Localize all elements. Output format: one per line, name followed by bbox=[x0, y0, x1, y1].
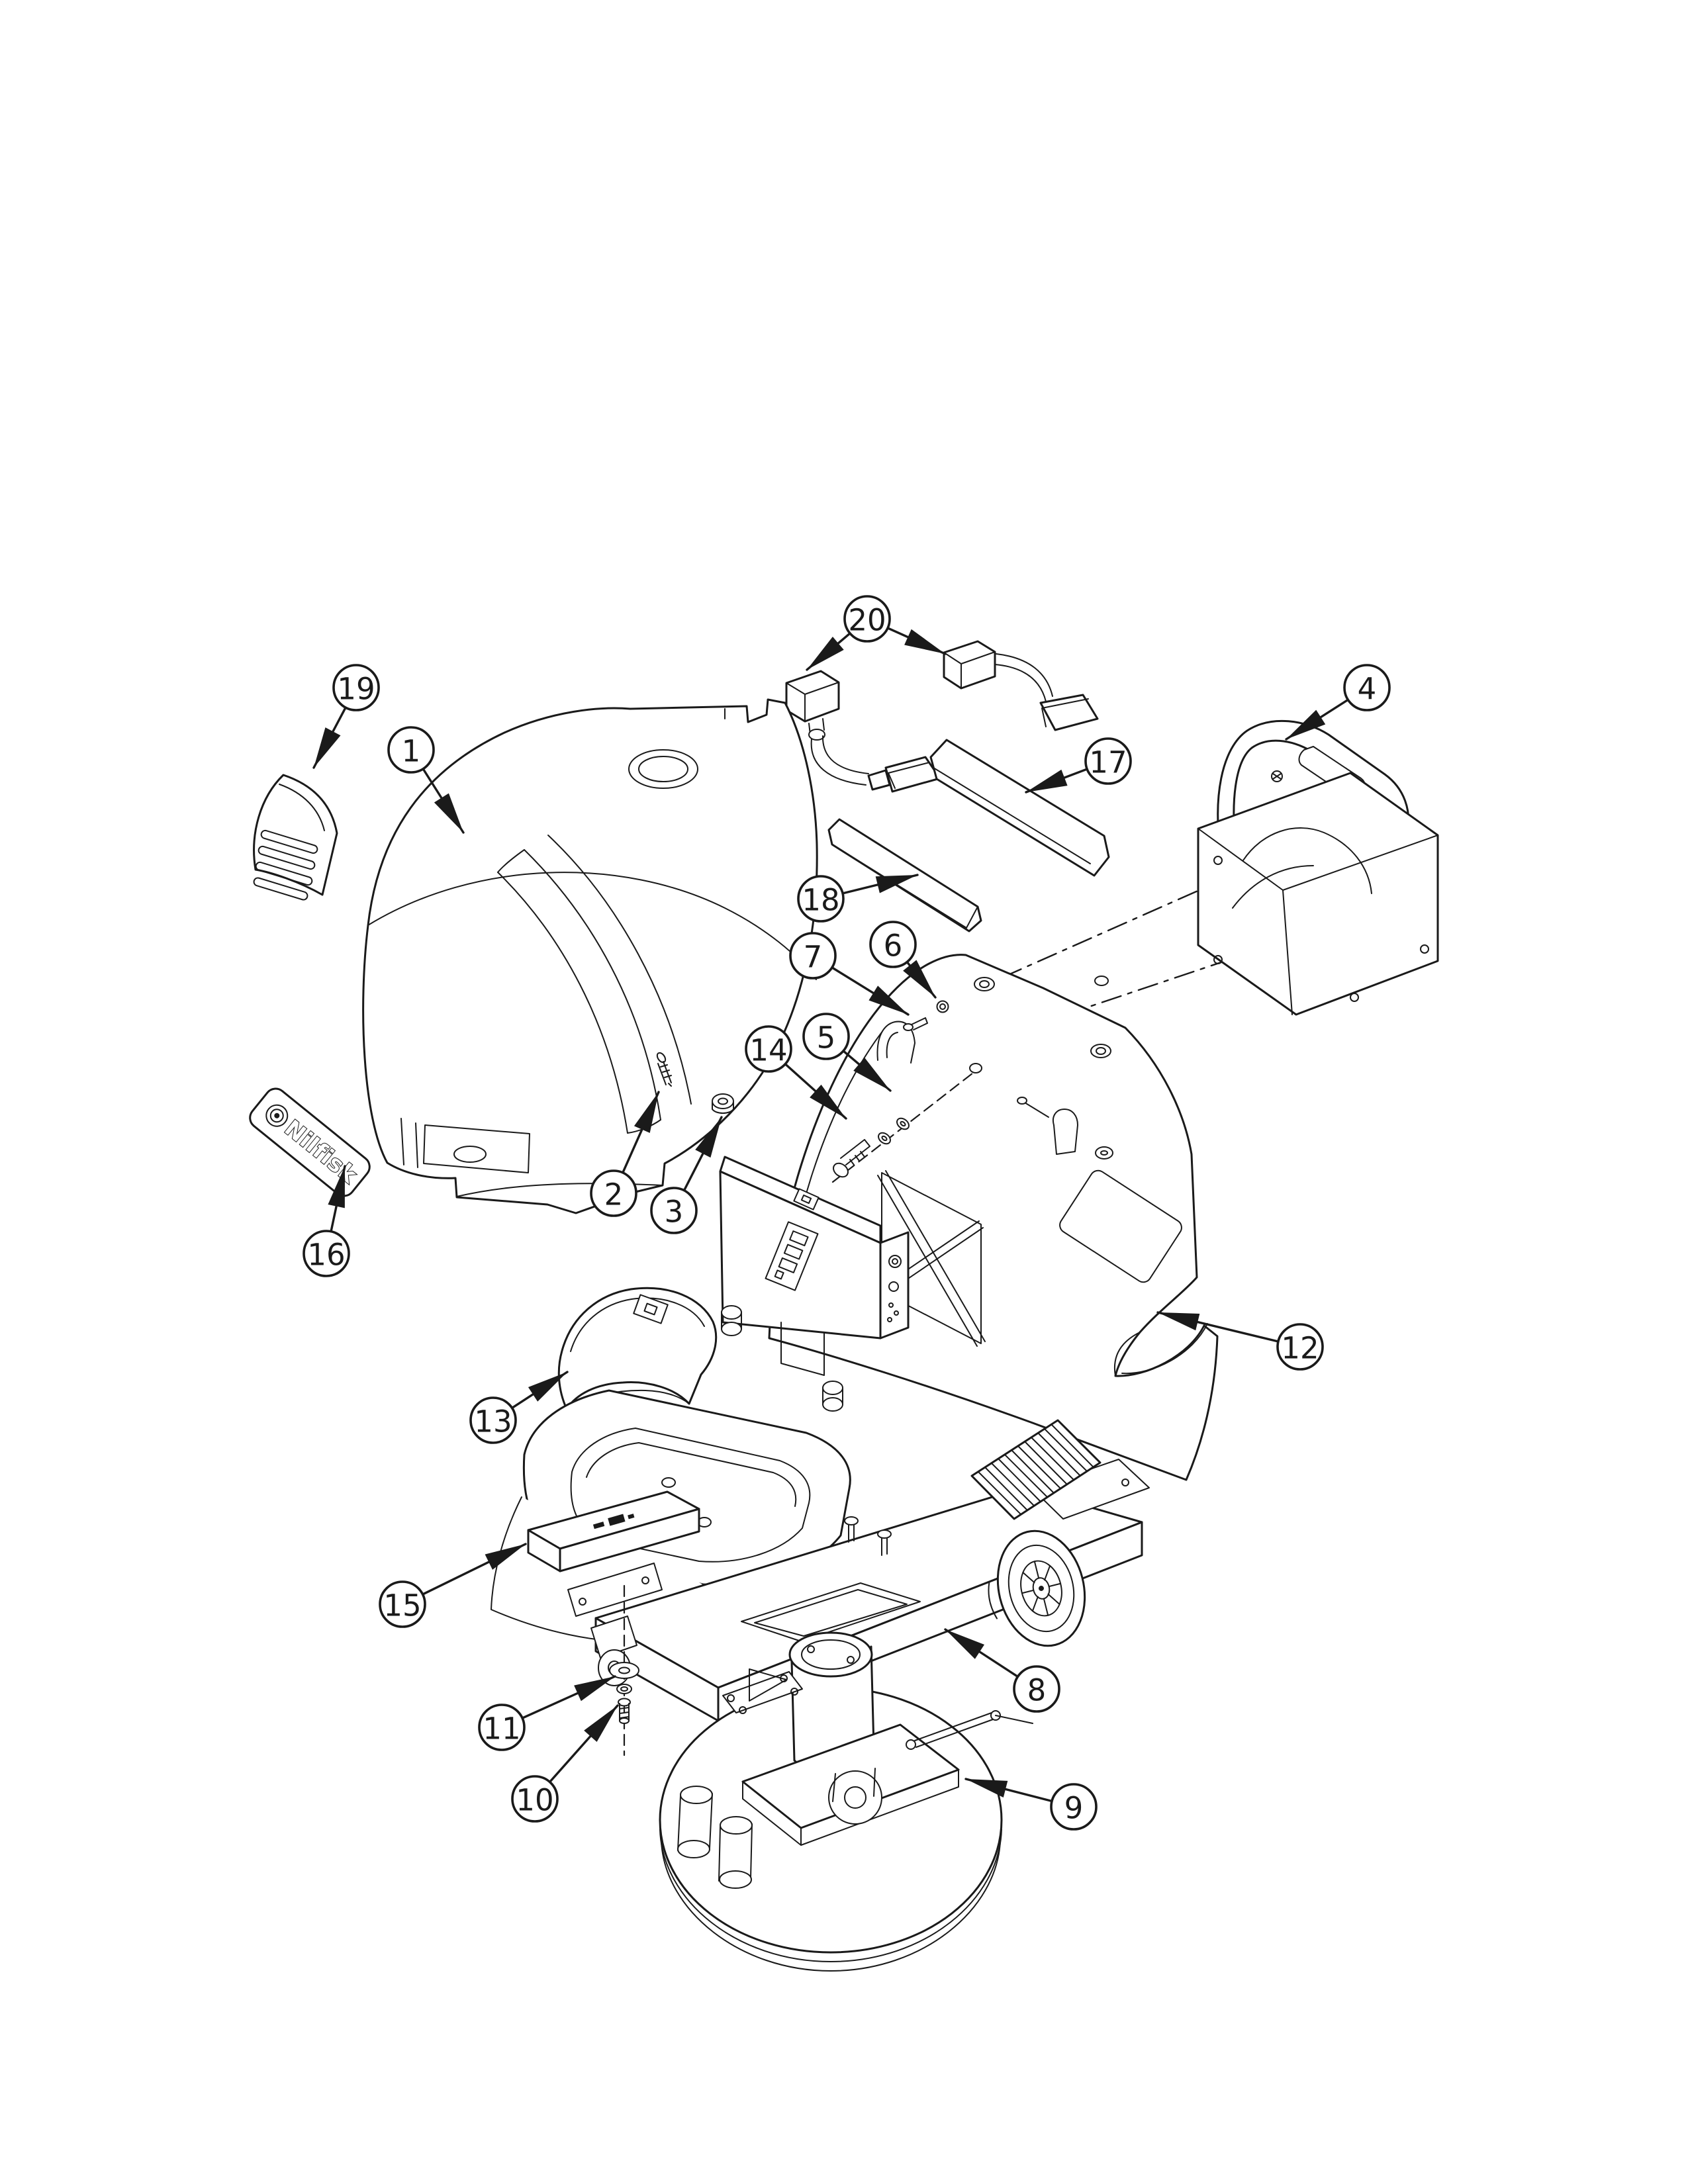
callout-10-number: 10 bbox=[516, 1783, 553, 1818]
callout-6: 6 bbox=[869, 921, 937, 999]
callout-5-balloon bbox=[802, 1013, 850, 1060]
callout-18: 18 bbox=[797, 874, 919, 923]
callout-9-number: 9 bbox=[1064, 1791, 1084, 1826]
callout-1-number: 1 bbox=[402, 734, 421, 769]
callout-13-balloon bbox=[469, 1396, 517, 1444]
callout-10: 10 bbox=[511, 1704, 619, 1823]
part-cable-assemblies bbox=[785, 640, 1099, 793]
callout-9-leader-arrow bbox=[964, 1778, 1053, 1803]
callout-19-balloon bbox=[332, 664, 380, 711]
callout-15-balloon bbox=[379, 1580, 426, 1628]
callout-12-number: 12 bbox=[1281, 1331, 1319, 1366]
callout-17-number: 17 bbox=[1089, 745, 1127, 780]
callout-19-number: 19 bbox=[337, 672, 375, 707]
callout-16-number: 16 bbox=[307, 1238, 345, 1273]
callout-20-leader-arrow bbox=[806, 632, 851, 671]
callout-2-balloon bbox=[590, 1169, 637, 1217]
callout-5: 5 bbox=[802, 1013, 892, 1092]
callout-1-balloon bbox=[387, 726, 435, 774]
hardware-hood-grommet bbox=[712, 1093, 734, 1114]
callout-10-leader-arrow bbox=[548, 1704, 619, 1784]
callout-18-leader-arrow bbox=[841, 874, 919, 895]
callout-12: 12 bbox=[1156, 1311, 1324, 1371]
part-transport-wheel bbox=[988, 1529, 1086, 1647]
callout-6-balloon bbox=[869, 921, 917, 968]
callout-12-balloon bbox=[1276, 1323, 1324, 1371]
callout-9-balloon bbox=[1050, 1783, 1098, 1831]
callout-7-number: 7 bbox=[804, 940, 823, 975]
callout-8: 8 bbox=[944, 1628, 1060, 1713]
callout-20-balloon bbox=[843, 595, 891, 643]
callout-12-leader-arrow bbox=[1156, 1311, 1280, 1343]
callout-13-leader-arrow bbox=[510, 1371, 569, 1410]
callout-19-leader-arrow bbox=[312, 706, 347, 769]
part-grip-pad bbox=[253, 774, 338, 901]
callout-8-balloon bbox=[1013, 1665, 1060, 1713]
callout-4-balloon bbox=[1343, 664, 1391, 711]
callout-14-balloon bbox=[745, 1025, 792, 1073]
callout-3-number: 3 bbox=[665, 1195, 684, 1230]
callout-14-leader-arrow bbox=[784, 1063, 847, 1120]
callout-3-leader-arrow bbox=[682, 1116, 723, 1192]
part-foam-strip-large bbox=[929, 739, 1110, 877]
part-handle-rear-cover bbox=[1197, 719, 1439, 1016]
callout-20-number: 20 bbox=[848, 603, 886, 638]
callout-9: 9 bbox=[964, 1778, 1098, 1831]
hardware-hood-screw bbox=[656, 1052, 672, 1087]
callout-1-leader-arrow bbox=[422, 768, 465, 834]
callout-4-leader-arrow bbox=[1285, 698, 1350, 741]
part-brush-motor-assembly bbox=[722, 1631, 1033, 1846]
part-control-panel bbox=[719, 1156, 910, 1376]
callout-14-number: 14 bbox=[749, 1033, 787, 1068]
callout-7-balloon bbox=[789, 932, 837, 979]
callout-11-number: 11 bbox=[483, 1711, 520, 1747]
part-tank-cover bbox=[557, 1287, 718, 1410]
hardware-bolt-washers bbox=[831, 1069, 977, 1183]
callout-6-number: 6 bbox=[884, 929, 903, 964]
callout-17-leader-arrow bbox=[1025, 768, 1088, 794]
callout-6-leader-arrow bbox=[903, 960, 937, 999]
callout-5-leader-arrow bbox=[842, 1050, 892, 1092]
callout-3-balloon bbox=[650, 1187, 698, 1234]
callout-2-number: 2 bbox=[604, 1177, 624, 1212]
callout-7-leader-arrow bbox=[831, 966, 910, 1016]
callout-2: 2 bbox=[590, 1091, 660, 1217]
callout-15: 15 bbox=[379, 1543, 527, 1628]
callout-15-leader-arrow bbox=[421, 1543, 527, 1596]
callout-2-leader-arrow bbox=[622, 1091, 660, 1174]
callout-11-balloon bbox=[478, 1704, 526, 1751]
callout-17-balloon bbox=[1084, 737, 1132, 785]
callout-11: 11 bbox=[478, 1675, 616, 1751]
callout-18-balloon bbox=[797, 875, 845, 923]
callout-20: 20 bbox=[806, 595, 947, 671]
callout-16-leader-arrow bbox=[328, 1165, 346, 1233]
callout-8-number: 8 bbox=[1027, 1673, 1047, 1708]
part-hood-cover bbox=[362, 698, 818, 1214]
callout-15-number: 15 bbox=[383, 1588, 421, 1623]
callout-19: 19 bbox=[312, 664, 380, 769]
callout-5-number: 5 bbox=[817, 1021, 836, 1056]
callout-3: 3 bbox=[650, 1116, 723, 1234]
hardware-washer-screw-stack bbox=[609, 1584, 639, 1756]
part-flat-plate bbox=[527, 1490, 700, 1572]
callout-1: 1 bbox=[387, 726, 465, 834]
callout-11-leader-arrow bbox=[521, 1675, 616, 1719]
callout-17: 17 bbox=[1025, 737, 1132, 794]
callout-18-number: 18 bbox=[802, 883, 839, 918]
callout-13-number: 13 bbox=[474, 1404, 512, 1439]
callout-14: 14 bbox=[745, 1025, 847, 1120]
callout-4-number: 4 bbox=[1358, 672, 1377, 707]
callout-20-leader-arrow bbox=[886, 627, 947, 655]
callout-4: 4 bbox=[1285, 664, 1391, 741]
callout-13: 13 bbox=[469, 1371, 569, 1444]
callout-7: 7 bbox=[789, 932, 910, 1016]
callout-16: 16 bbox=[303, 1165, 350, 1277]
part-heatsink bbox=[970, 1419, 1102, 1520]
callout-10-balloon bbox=[511, 1775, 559, 1823]
callout-8-leader-arrow bbox=[944, 1628, 1019, 1678]
callout-16-balloon bbox=[303, 1230, 350, 1277]
